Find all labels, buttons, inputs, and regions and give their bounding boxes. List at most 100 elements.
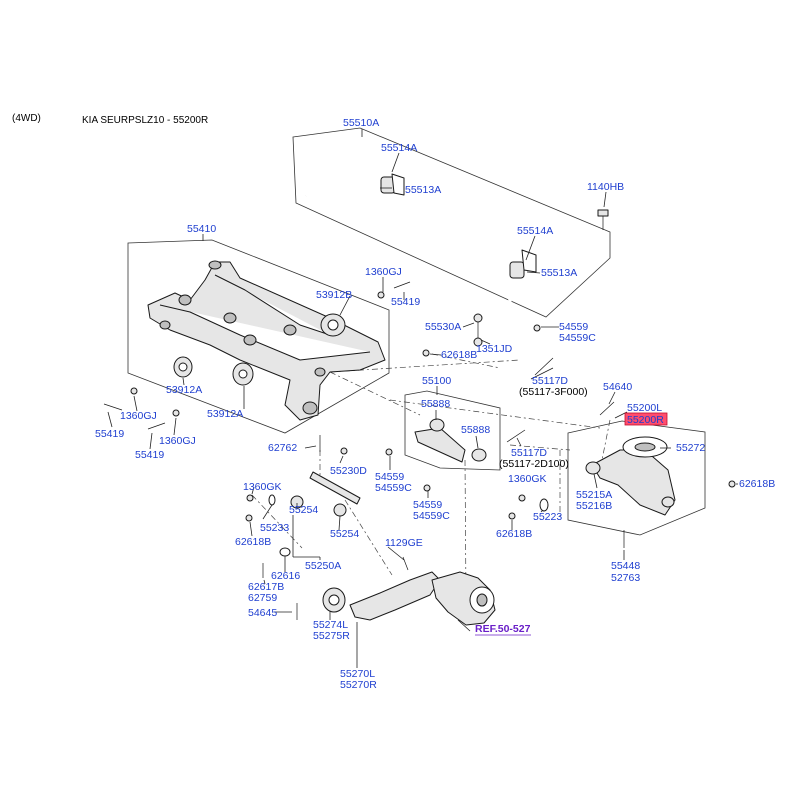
- label-54640: 54640: [603, 381, 632, 393]
- label-55117-2D100: (55117-2D100): [499, 458, 569, 470]
- label-54559-a: 54559: [559, 321, 588, 333]
- lower-arm-group-outline: [567, 420, 706, 536]
- washer-55233: [268, 494, 276, 506]
- label-62618B-top: 62618B: [441, 349, 477, 361]
- label-55275R: 55275R: [313, 630, 350, 642]
- nut-1360GJ-top: [377, 291, 385, 299]
- bolt-1129GE: [402, 556, 409, 571]
- bushing-53912A-mid: [232, 362, 254, 386]
- nut-62618B-top: [422, 349, 430, 357]
- nut-54559-a: [533, 324, 541, 332]
- label-1360GJ-left: 1360GJ: [120, 410, 157, 422]
- svg-text:REF.50-527: REF.50-527: [475, 623, 531, 635]
- label-54559C-c: 54559C: [413, 510, 450, 522]
- washer-62616: [279, 547, 291, 557]
- label-55200L: 55200L: [627, 402, 662, 414]
- label-55530A: 55530A: [425, 321, 461, 333]
- label-54559C-b: 54559C: [375, 482, 412, 494]
- label-55513A-bottom: 55513A: [541, 267, 577, 279]
- nut-62618B-left: [245, 514, 253, 522]
- axis-line: [431, 353, 501, 369]
- bolt-55230D: [340, 447, 348, 455]
- label-1360GJ-top: 1360GJ: [365, 266, 402, 278]
- bushing-53912A-left: [173, 356, 193, 378]
- label-55223: 55223: [533, 511, 562, 523]
- label-55888-top: 55888: [421, 398, 450, 410]
- reference-link-50-527[interactable]: REF.50-527: [475, 623, 531, 636]
- bolt-55419-top: [393, 281, 411, 289]
- knuckle-hub: [431, 571, 496, 626]
- label-55100: 55100: [422, 375, 451, 387]
- label-1129GE: 1129GE: [385, 537, 423, 549]
- stabilizer-group-outline: [292, 127, 611, 318]
- axis-line: [329, 371, 421, 416]
- bolt-1140HB: [597, 209, 609, 230]
- bolt-55419-left: [103, 403, 123, 411]
- label-55410: 55410: [187, 223, 216, 235]
- nut-62618B-right: [728, 480, 736, 488]
- label-54645: 54645: [248, 607, 277, 619]
- label-1140HB: 1140HB: [587, 181, 624, 193]
- axis-line: [344, 499, 393, 576]
- washer-55223: [539, 498, 549, 512]
- upper-arm: [414, 418, 487, 463]
- label-55216B: 55216B: [576, 500, 612, 512]
- label-55230D: 55230D: [330, 465, 367, 477]
- label-55272: 55272: [676, 442, 705, 454]
- label-55117D-a: 55117D: [532, 375, 568, 387]
- label-55117D-b: 55117D: [511, 447, 547, 459]
- axis-line: [251, 494, 303, 549]
- assist-link: [290, 471, 361, 517]
- label-52763: 52763: [611, 572, 640, 584]
- label-55888-bottom: 55888: [461, 424, 490, 436]
- label-53912A-mid: 53912A: [207, 408, 243, 420]
- label-53912A-left: 53912A: [166, 384, 202, 396]
- label-55254-bottom: 55254: [330, 528, 359, 540]
- label-62618B-mid: 62618B: [496, 528, 532, 540]
- label-55514A-top: 55514A: [381, 142, 417, 154]
- label-55419-mid: 55419: [135, 449, 164, 461]
- trailing-arm: [322, 571, 441, 621]
- label-62759: 62759: [248, 592, 277, 604]
- label-62618B-right: 62618B: [739, 478, 775, 490]
- label-1351JD: 1351JD: [476, 343, 513, 355]
- crossmember: [147, 260, 386, 421]
- label-55419-top: 55419: [391, 296, 420, 308]
- label-62616: 62616: [271, 570, 300, 582]
- nut-54559-b: [385, 448, 393, 456]
- bolt-55117D-b: [506, 429, 526, 443]
- label-62618B-left: 62618B: [235, 536, 271, 548]
- label-55448: 55448: [611, 560, 640, 572]
- label-55270R: 55270R: [340, 679, 377, 691]
- label-55513A-top: 55513A: [405, 184, 441, 196]
- label-62762: 62762: [268, 442, 297, 454]
- label-55274L: 55274L: [313, 619, 348, 631]
- label-55117-3F000: (55117-3F000): [519, 386, 588, 398]
- nut-54559-c: [423, 484, 431, 492]
- bolt-54640: [599, 401, 615, 416]
- axis-line: [509, 444, 571, 451]
- highlight-55200R: [624, 412, 668, 426]
- label-62617B: 62617B: [248, 581, 284, 593]
- stabilizer-bushing-bottom: [509, 249, 537, 279]
- stabilizer-link: [473, 313, 483, 347]
- bolt-55419-mid: [147, 422, 166, 430]
- nut-1360GJ-mid: [172, 409, 180, 417]
- label-55233: 55233: [260, 522, 289, 534]
- label-53912B: 53912B: [316, 289, 352, 301]
- label-55419-left: 55419: [95, 428, 124, 440]
- label-1360GK-right: 1360GK: [508, 473, 547, 485]
- label-55250A: 55250A: [305, 560, 341, 572]
- label-55510A: 55510A: [343, 117, 379, 129]
- stabilizer-bar: [304, 183, 513, 309]
- stabilizer-bushing-top: [380, 173, 405, 196]
- upper-arm-group-outline: [404, 390, 501, 471]
- nut-1360GK-left: [246, 494, 254, 502]
- axis-line: [329, 359, 521, 373]
- label-55270L: 55270L: [340, 668, 375, 680]
- leader-lines: [107, 129, 738, 668]
- label-55215A: 55215A: [576, 489, 612, 501]
- bushing-53912B: [320, 313, 346, 337]
- nut-1360GJ-left: [130, 387, 138, 395]
